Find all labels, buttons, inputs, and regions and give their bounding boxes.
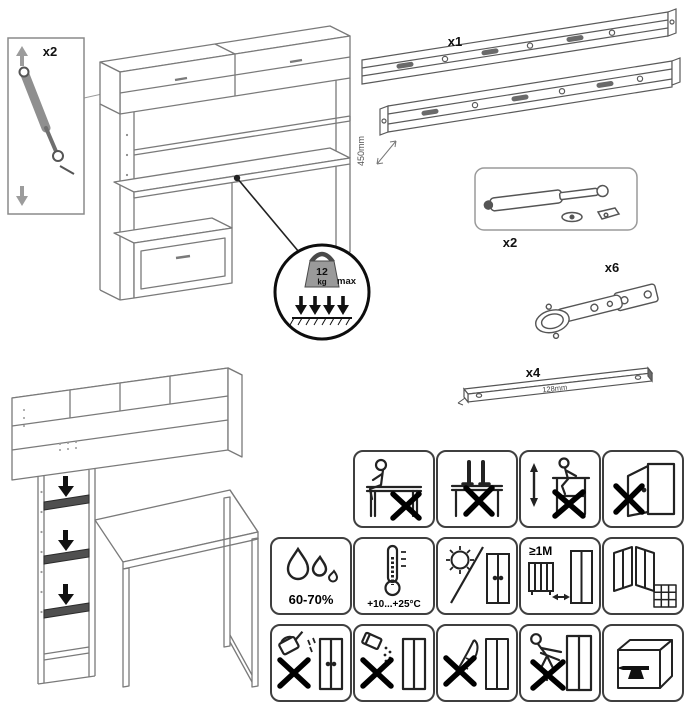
temperature-label: +10...+25°C bbox=[367, 599, 420, 610]
no-liquids-icon bbox=[270, 624, 352, 702]
no-standing-icon bbox=[436, 450, 518, 528]
rail-length-label: 128mm bbox=[542, 383, 568, 395]
load-unit-label: kg bbox=[317, 278, 326, 287]
no-dragging-icon bbox=[519, 624, 601, 702]
down-arrows-icon bbox=[295, 296, 349, 315]
no-direct-sunlight-icon bbox=[436, 537, 518, 615]
max-load-callout: 12 kg max bbox=[273, 243, 371, 341]
desk-line-art bbox=[99, 25, 351, 301]
metal-rail-part: x4 128mm bbox=[457, 365, 654, 406]
slides-dimension bbox=[376, 140, 397, 165]
load-max-label: max bbox=[337, 276, 357, 287]
pin-holes bbox=[23, 409, 77, 614]
humidity-label: 60-70% bbox=[289, 592, 334, 607]
hardware-parts-diagram: x1 450mm x2 x6 bbox=[356, 8, 681, 406]
load-value-label: 12 bbox=[316, 266, 328, 278]
ground-hatch bbox=[289, 317, 352, 326]
strut-detail-qty-label: x2 bbox=[43, 44, 57, 59]
hinge-qty-label: x6 bbox=[605, 260, 619, 275]
no-abrasives-icon bbox=[353, 624, 435, 702]
gas-strut-part: x2 bbox=[474, 167, 638, 250]
weight-handle bbox=[309, 251, 335, 264]
no-feather-duster-icon bbox=[436, 624, 518, 702]
slides-length-label: 450mm bbox=[356, 136, 366, 166]
weight-icon bbox=[304, 260, 340, 288]
no-sitting-icon bbox=[353, 450, 435, 528]
up-arrow-icon bbox=[16, 46, 28, 66]
humidity-icon: 60-70% bbox=[270, 537, 352, 615]
assembled-desk-diagram: x2 bbox=[7, 25, 371, 341]
desk-shelf-insertion-diagram bbox=[11, 367, 259, 688]
strut-qty-label: x2 bbox=[503, 235, 517, 250]
temperature-icon: +10...+25°C bbox=[353, 537, 435, 615]
open-window-icon bbox=[602, 537, 684, 615]
heater-distance-label: ≥1M bbox=[529, 544, 552, 558]
heater-distance-icon: ≥1M bbox=[519, 537, 601, 615]
rail-qty-label: x4 bbox=[526, 365, 541, 380]
no-heavy-items-icon bbox=[602, 624, 684, 702]
drawer-slides-part bbox=[361, 8, 681, 136]
insert-shelves bbox=[43, 476, 90, 619]
no-climbing-icon bbox=[519, 450, 601, 528]
slides-qty-label: x1 bbox=[448, 34, 462, 49]
gas-strut-detail-inset: x2 bbox=[7, 37, 85, 215]
down-arrow-icon bbox=[16, 186, 28, 206]
hinge-part: x6 bbox=[534, 260, 659, 340]
no-door-lean-icon bbox=[602, 450, 684, 528]
